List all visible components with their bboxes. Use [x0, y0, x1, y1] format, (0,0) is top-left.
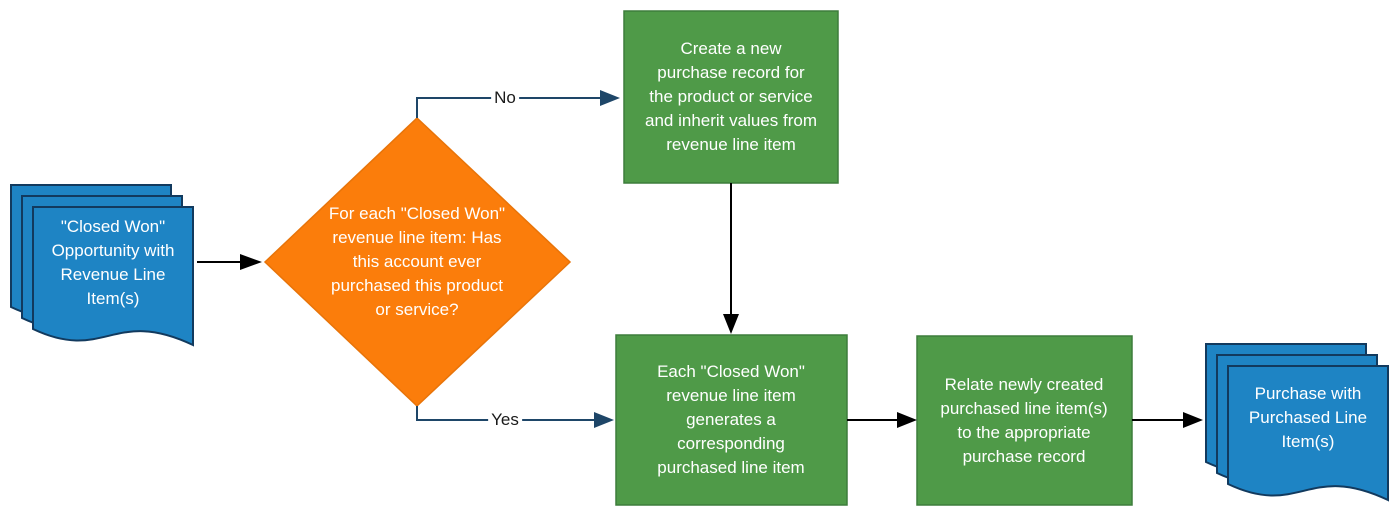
generate-purchased-line-item-box-label: Each "Closed Won" revenue line item gene…: [657, 362, 805, 477]
arrow-create-box-to-generate-box: [723, 183, 739, 334]
generate-purchased-line-item-box-shape: [615, 334, 848, 506]
relate-line-items-box-shape: [916, 335, 1133, 506]
decision-label: For each "Closed Won" revenue line item:…: [328, 204, 506, 319]
document-page-front: [32, 206, 194, 347]
arrowhead: [1183, 412, 1203, 428]
start-document-label: "Closed Won" Opportunity with Revenue Li…: [51, 217, 175, 308]
yes-connector-label: Yes: [488, 410, 522, 430]
arrow-decision-yes-to-generate-box: [416, 406, 614, 428]
create-purchase-record-box-shape: [623, 10, 839, 184]
relate-line-items-box-label: Relate newly created purchased line item…: [940, 374, 1108, 466]
arrowhead: [240, 254, 262, 270]
end-document-shape: [1205, 343, 1389, 502]
arrow-decision-no-to-create-box: [416, 90, 620, 118]
arrowhead: [594, 412, 614, 428]
end-document-label: Purchase with Purchased Line Item(s): [1248, 384, 1368, 451]
arrowhead: [600, 90, 620, 106]
start-document-shape: [10, 184, 194, 347]
arrowhead: [723, 314, 739, 334]
document-page-front: [1227, 365, 1389, 502]
no-connector-label: No: [491, 88, 519, 108]
arrowhead: [897, 412, 917, 428]
arrow-relate-box-to-end-document: [1132, 412, 1203, 428]
arrow-generate-box-to-relate-box: [847, 412, 917, 428]
create-purchase-record-box-label: Create a new purchase record for the pro…: [645, 39, 817, 154]
arrow-start-to-decision: [197, 254, 262, 270]
